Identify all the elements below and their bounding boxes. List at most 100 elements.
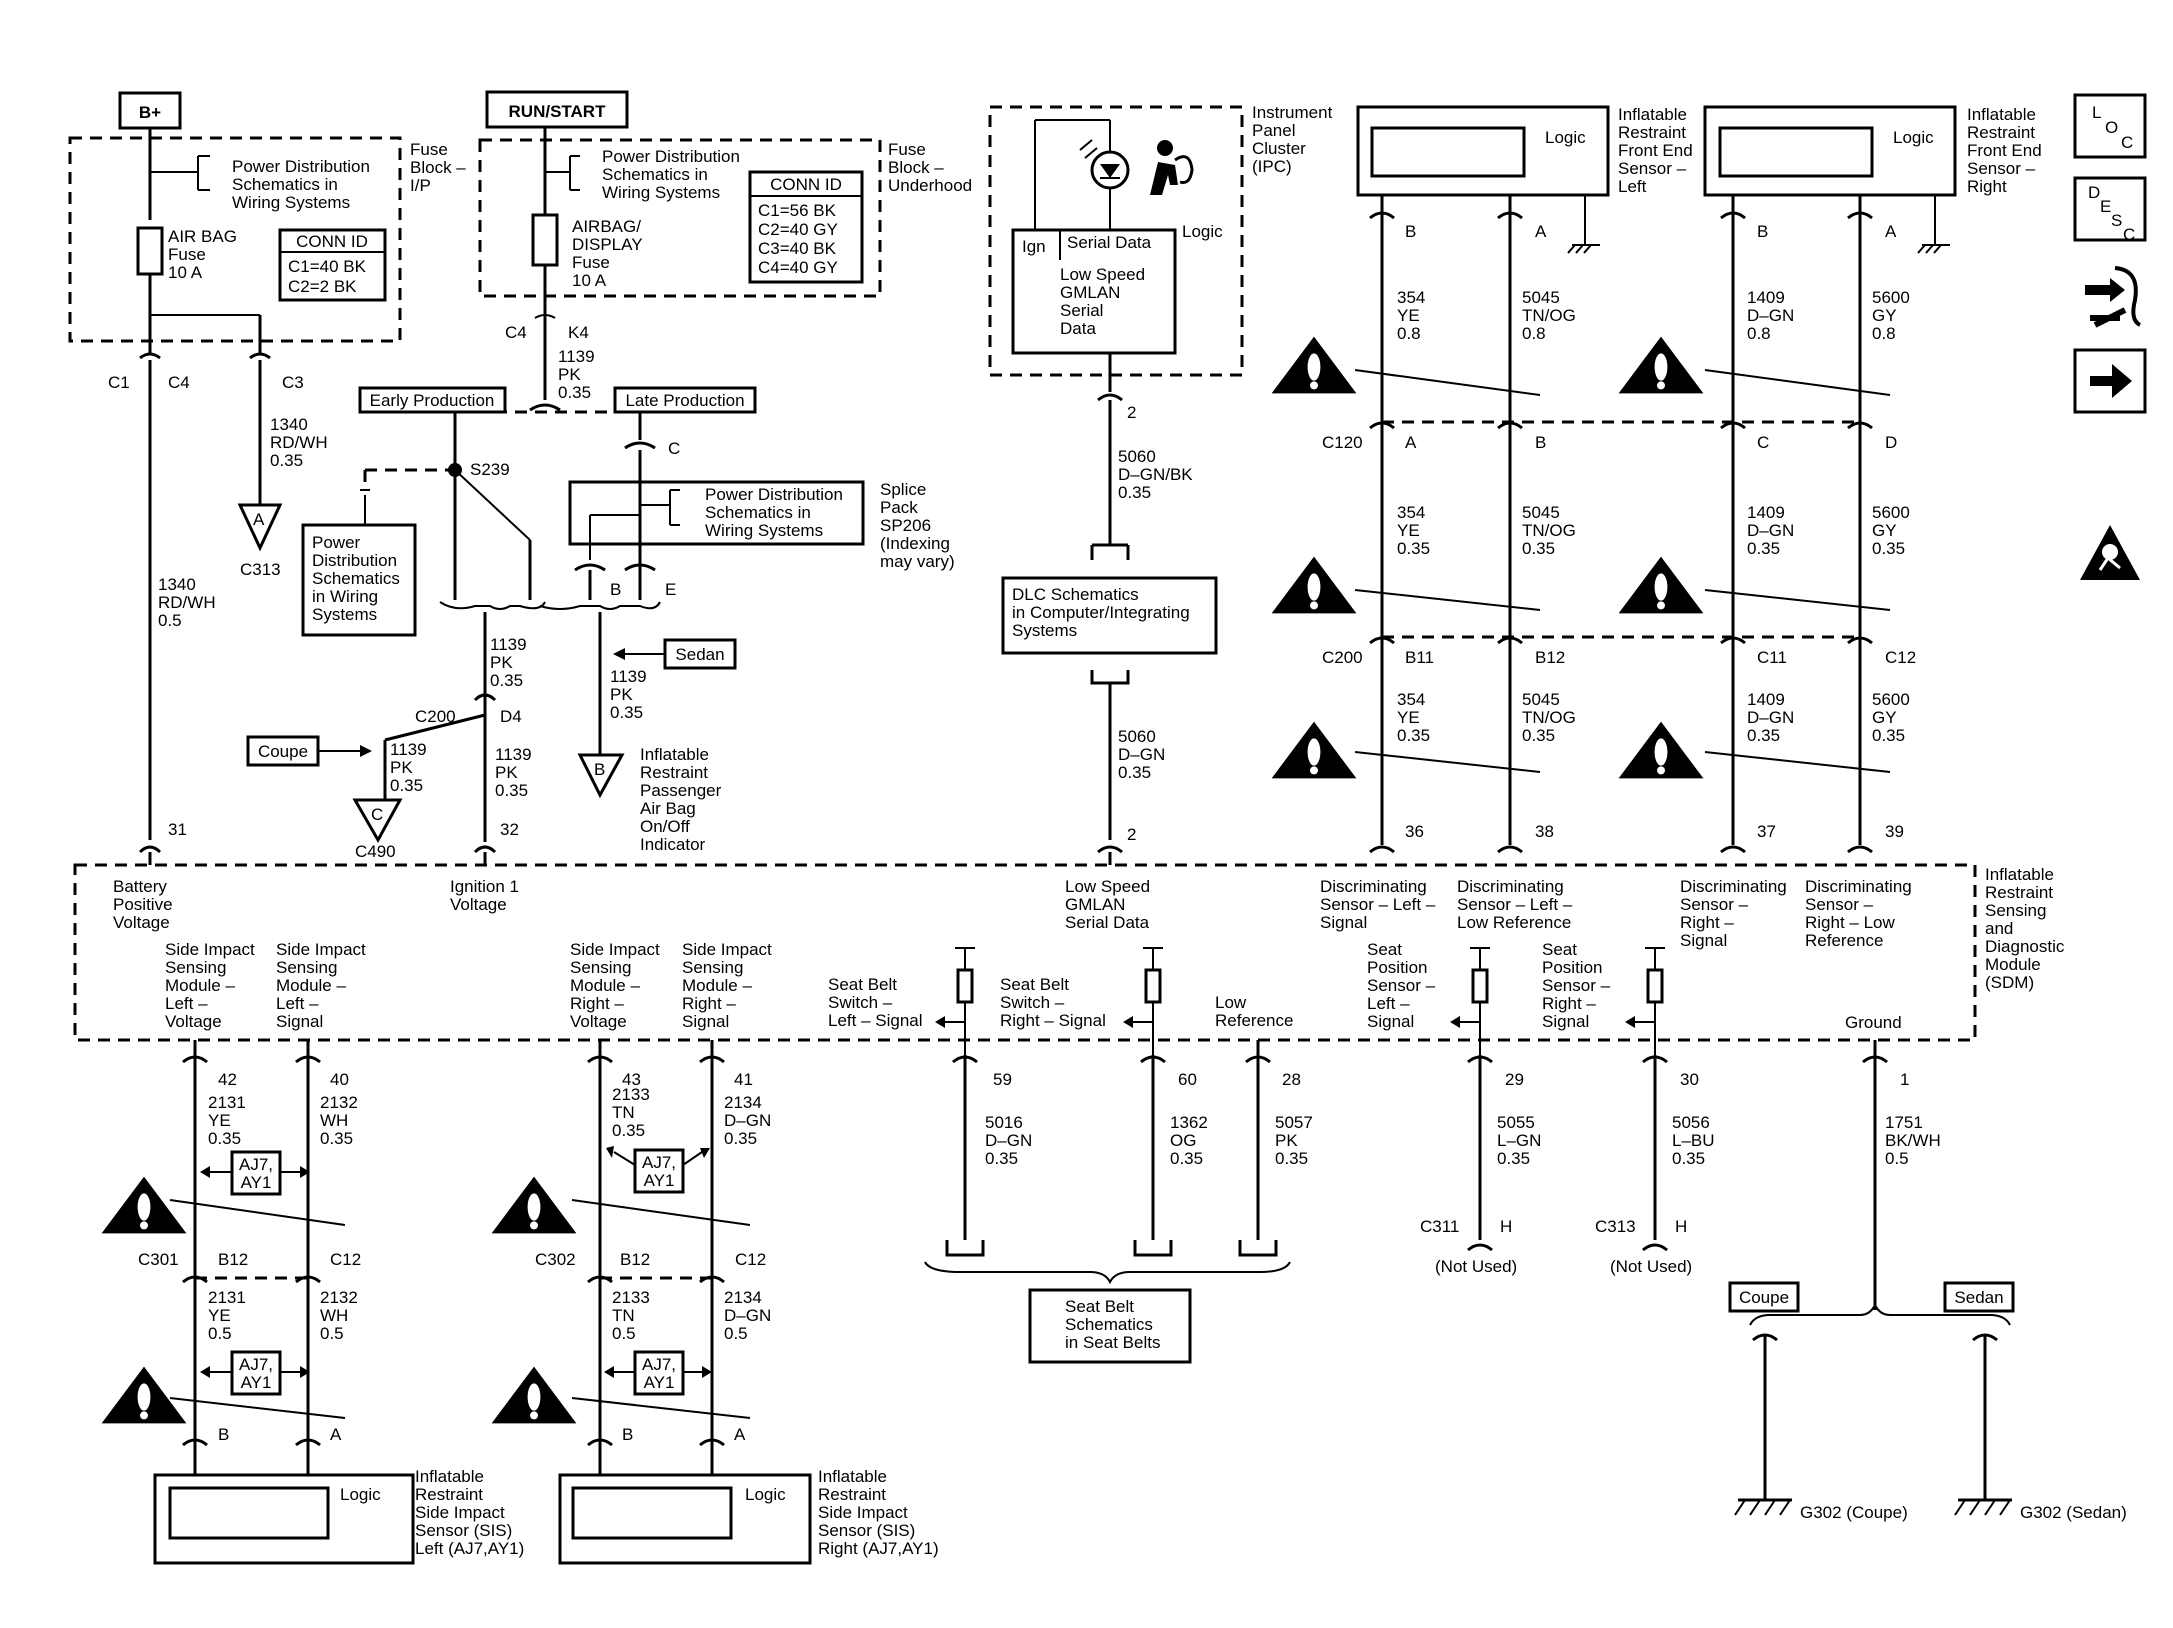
pds-box-1: Power <box>312 533 361 552</box>
fes-right-5: Right <box>1967 177 2007 196</box>
sisr-pin-b: B <box>622 1425 633 1444</box>
sisr-5: Right (AJ7,AY1) <box>818 1539 939 1558</box>
indicator-1: Inflatable <box>640 745 709 764</box>
sisl-1: Inflatable <box>415 1467 484 1486</box>
sdm-sis-rs-1: Side Impact <box>682 940 772 959</box>
sdm-belt-right-2: Switch – <box>1000 993 1065 1012</box>
conn-c1: C1 <box>108 373 130 392</box>
w1139-s2: PK <box>610 685 633 704</box>
c200-c11: C11 <box>1757 648 1787 667</box>
w5060a-3: 0.35 <box>1118 483 1151 502</box>
fuse-block-uh-1: Fuse <box>888 140 926 159</box>
w1340b-1: 1340 <box>158 575 196 594</box>
w5057-1: 5057 <box>1275 1113 1313 1132</box>
c120-c: C <box>1757 433 1769 452</box>
fes-pin-a-left: A <box>1535 222 1547 241</box>
fuse-block-uh-2: Block – <box>888 158 944 177</box>
w1139-e1: 1139 <box>495 745 532 764</box>
sdm-sis-rv-1: Side Impact <box>570 940 660 959</box>
bplus-section: B+ Power Distribution Schematics in Wiri… <box>68 91 466 840</box>
w5045c-1: 5045 <box>1522 690 1560 709</box>
w5045a-1: 5045 <box>1522 288 1560 307</box>
ipc-logic: Logic <box>1182 222 1223 241</box>
g302-coupe-label: G302 (Coupe) <box>1800 1503 1908 1522</box>
sdm-module: 31 32 2 36 38 37 39 Inflatable Restraint… <box>73 820 2065 1055</box>
fes-left-1: Inflatable <box>1618 105 1687 124</box>
sdm-sis-rv-5: Voltage <box>570 1012 627 1031</box>
w5016-2: D–GN <box>985 1131 1032 1150</box>
w2132a-3: 0.35 <box>320 1129 353 1148</box>
ipc-1: Instrument <box>1252 103 1333 122</box>
nav-next-arrow-button[interactable] <box>2073 348 2147 414</box>
pin-40: 40 <box>330 1070 349 1089</box>
w1139-top-1: 1139 <box>558 347 595 366</box>
seat-position-section: 29 30 5055 L–GN 0.35 5056 L–BU 0.35 C311… <box>1420 1040 2127 1522</box>
sdm-sis-lv-4: Left – <box>165 994 208 1013</box>
pds-sp-3: Wiring Systems <box>705 521 823 540</box>
sdm-sis-rv-4: Right – <box>570 994 624 1013</box>
w354b-1: 354 <box>1397 503 1425 522</box>
aj7-l1-2: AY1 <box>241 1173 272 1192</box>
sdm-title-4: and <box>1985 919 2013 938</box>
bplus-label: B+ <box>139 103 161 122</box>
indicator-3: Passenger <box>640 781 722 800</box>
display-fuse-1: AIRBAG/ <box>572 217 641 236</box>
warning-icon-7 <box>101 1176 187 1234</box>
sdm-dls-3: Signal <box>1320 913 1367 932</box>
w5600c-3: 0.35 <box>1872 726 1905 745</box>
sdm-seat-right-2: Position <box>1542 958 1602 977</box>
fes-pin-a-right: A <box>1885 222 1897 241</box>
sisl-2: Restraint <box>415 1485 483 1504</box>
sdm-dls-1: Discriminating <box>1320 877 1427 896</box>
sdm-lowref-1: Low <box>1215 993 1247 1012</box>
w5016-1: 5016 <box>985 1113 1023 1132</box>
fes-left-5: Left <box>1618 177 1647 196</box>
sdm-title-5: Diagnostic <box>1985 937 2065 956</box>
loc-c: C <box>2121 133 2133 152</box>
w354b-3: 0.35 <box>1397 539 1430 558</box>
fes-right-4: Sensor – <box>1967 159 2036 178</box>
sdm-sis-lv-5: Voltage <box>165 1012 222 1031</box>
runstart-label: RUN/START <box>509 102 607 121</box>
sisr-logic: Logic <box>745 1485 786 1504</box>
sisl-logic: Logic <box>340 1485 381 1504</box>
w5600b-2: GY <box>1872 521 1897 540</box>
indicator-2: Restraint <box>640 763 708 782</box>
w1409b-1: 1409 <box>1747 503 1785 522</box>
sdm-drr-3: Right – Low <box>1805 913 1895 932</box>
ipc-2: Panel <box>1252 121 1295 140</box>
sdm-drr-1: Discriminating <box>1805 877 1912 896</box>
fes-pin-b-left: B <box>1405 222 1416 241</box>
fes-right-2: Restraint <box>1967 123 2035 142</box>
c302-b12: B12 <box>620 1250 650 1269</box>
splice-pack-2: Pack <box>880 498 918 517</box>
w1139-top-3: 0.35 <box>558 383 591 402</box>
not-used-2: (Not Used) <box>1610 1257 1692 1276</box>
nav-desc-button[interactable]: D E S C <box>2073 176 2147 244</box>
sdm-gmlan-1: Low Speed <box>1065 877 1150 896</box>
front-sensors-section: Logic Inflatable Restraint Front End Sen… <box>1271 105 2042 845</box>
display-fuse-3: Fuse <box>572 253 610 272</box>
display-fuse-4: 10 A <box>572 271 607 290</box>
w1139-s1: 1139 <box>610 667 647 686</box>
sdm-battery-2: Positive <box>113 895 173 914</box>
w1139-d1: 1139 <box>390 740 427 759</box>
ipc-4: (IPC) <box>1252 157 1292 176</box>
ground-coupe-icon <box>1734 1498 1792 1516</box>
sdm-sis-ls-2: Sensing <box>276 958 337 977</box>
indicator-6: Indicator <box>640 835 706 854</box>
c302-c12: C12 <box>735 1250 766 1269</box>
sdm-sis-ls-4: Left – <box>276 994 319 1013</box>
warning-icon-9 <box>491 1176 577 1234</box>
sdm-battery-1: Battery <box>113 877 167 896</box>
sdm-seat-left-3: Sensor – <box>1367 976 1436 995</box>
sdm-drs-4: Signal <box>1680 931 1727 950</box>
pin-2-sdm: 2 <box>1127 825 1136 844</box>
coupe-label-top: Coupe <box>258 742 308 761</box>
fes-left-2: Restraint <box>1618 123 1686 142</box>
nav-loc-button[interactable]: L O C <box>2073 93 2147 159</box>
pds-text-1: Power Distribution <box>232 157 370 176</box>
pds-text-3: Wiring Systems <box>232 193 350 212</box>
nav-connector-tool-icon[interactable] <box>2075 260 2145 330</box>
sisr-pin-a: A <box>734 1425 746 1444</box>
